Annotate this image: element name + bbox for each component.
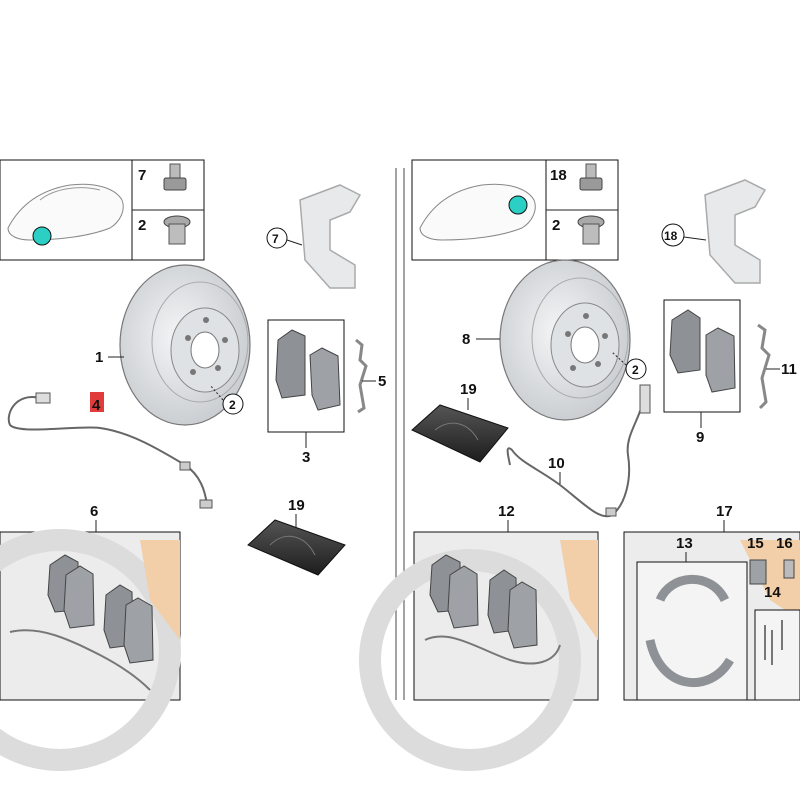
table-num-18: 18: [550, 167, 567, 184]
label-15: 15: [747, 535, 764, 552]
label-1: 1: [95, 349, 103, 366]
wear-sensor-right: 10: [506, 384, 651, 518]
label-17: 17: [716, 503, 733, 520]
label-14: 14: [764, 584, 781, 601]
wear-sensor-left: 4: [7, 392, 213, 509]
label-6: 6: [90, 503, 98, 520]
rear-axle-marker: [508, 195, 528, 215]
brake-rotor-right: 8 2: [462, 259, 647, 421]
grease-packet-right: 19: [411, 381, 509, 463]
table-num-2-right: 2: [552, 217, 560, 234]
kit-box-right: 12: [359, 503, 599, 771]
screw-icon: [163, 215, 191, 245]
table-num-7: 7: [138, 167, 146, 184]
fastener-table-left: 7 2: [131, 159, 205, 261]
label-19-left: 19: [288, 497, 305, 514]
table-num-2: 2: [138, 217, 146, 234]
screw-icon-right: [577, 215, 605, 245]
label-8: 8: [462, 331, 470, 348]
label-9: 9: [696, 429, 704, 446]
shoe-kit-box: 17 13 15 16 14: [623, 503, 800, 701]
bolt-icon: [163, 163, 187, 191]
caliper-carrier-left: 7: [266, 184, 362, 289]
shoes-box: [636, 561, 748, 701]
kit-box-left: 6: [0, 503, 181, 771]
bolt-icon-right: [579, 163, 603, 191]
pad-set-right: 9: [663, 299, 741, 446]
label-3: 3: [302, 449, 310, 466]
label-12: 12: [498, 503, 515, 520]
front-axle-marker: [32, 226, 52, 246]
label-2-left: 2: [229, 398, 236, 412]
watermark-arc: [140, 540, 180, 640]
pad-clip-right: 11: [757, 323, 797, 410]
label-18: 18: [664, 229, 678, 243]
label-7: 7: [272, 232, 279, 246]
vehicle-locator-left: [0, 159, 133, 261]
brake-rotor-left: 1 2: [95, 264, 251, 426]
label-5: 5: [378, 373, 386, 390]
label-10: 10: [548, 455, 565, 472]
pad-clip-left: 5: [355, 338, 386, 414]
watermark-ring: [0, 529, 181, 771]
label-2-right: 2: [632, 363, 639, 377]
vehicle-locator-right: [411, 159, 547, 261]
label-11: 11: [781, 361, 797, 378]
grease-packet-left: 19: [247, 497, 346, 576]
label-16: 16: [776, 535, 793, 552]
label-4: 4: [92, 397, 101, 414]
label-19-right: 19: [460, 381, 477, 398]
fastener-table-right: 18 2: [545, 159, 619, 261]
pad-set-left: 3: [267, 319, 345, 466]
label-13: 13: [676, 535, 693, 552]
sensor-highlight: [90, 392, 104, 412]
hardware-box: [754, 609, 800, 701]
caliper-carrier-right: 18: [661, 179, 767, 284]
